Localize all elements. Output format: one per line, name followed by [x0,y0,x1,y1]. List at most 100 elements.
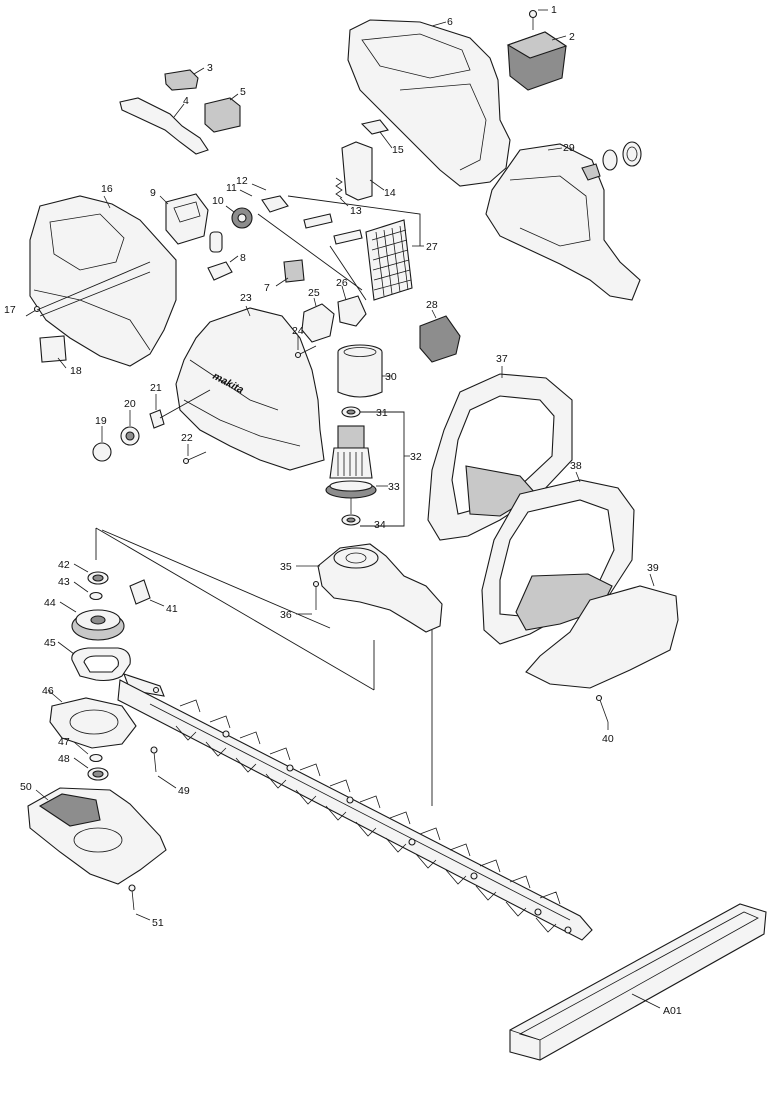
callout-5: 5 [240,86,246,98]
part-1-screw [528,9,538,30]
part-27-filter [365,219,413,301]
part-40-screw [595,694,609,723]
callout-48: 48 [58,753,70,765]
callout-16: 16 [101,183,113,195]
part-47-washer [89,753,103,763]
part-29-front-housing [485,143,641,301]
part-19-cap [92,442,112,462]
callout-23: 23 [240,292,252,304]
callout-1: 1 [551,4,557,16]
part-9-controller [165,193,209,245]
callout-3: 3 [207,62,213,74]
callout-47: 47 [58,736,70,748]
part-11-cap [261,195,289,213]
part-5-switch-block [204,97,241,133]
callout-21: 21 [150,382,162,394]
callout-19: 19 [95,415,107,427]
callout-24: 24 [292,325,304,337]
part-26-brush-holder [337,295,367,327]
part-24-screw [294,345,317,359]
callout-22: 22 [181,432,193,444]
part-29-bushings [581,141,642,181]
callout-51: 51 [152,917,164,929]
callout-46: 46 [42,685,54,697]
part-34-bearing [341,514,361,526]
callout-32: 32 [410,451,422,463]
part-17-screw [25,305,41,317]
part-49-screw [150,746,158,773]
part-2-cap [506,31,568,91]
part-33-fan [325,480,377,514]
part-35-gear-housing [317,543,443,633]
part-30-yoke [337,344,383,398]
callout-10: 10 [212,195,224,207]
callout-4: 4 [183,95,189,107]
part-51-screw [128,884,136,911]
callout-7: 7 [264,282,270,294]
part-37-front-handle [427,373,573,541]
callout-44: 44 [44,597,56,609]
callout-13: 13 [350,205,362,217]
callout-15: 15 [392,144,404,156]
callout-42: 42 [58,559,70,571]
callout-49: 49 [178,785,190,797]
callout-8: 8 [240,252,246,264]
callout-28: 28 [426,299,438,311]
part-14-switch-bracket [341,141,373,201]
callout-17: 17 [4,304,16,316]
part-6-rear-handle-housing [347,19,511,187]
callout-30: 30 [385,371,397,383]
part-46-gasket [49,697,137,749]
callout-37: 37 [496,353,508,365]
part-20-bearing [120,426,140,446]
callout-41: 41 [166,603,178,615]
part-15-clip [360,119,389,135]
part-blade-assembly [117,679,593,941]
callout-12: 12 [236,175,248,187]
callout-25: 25 [308,287,320,299]
part-32-armature [329,425,373,479]
callout-29: 29 [563,142,575,154]
callout-43: 43 [58,576,70,588]
callout-38: 38 [570,460,582,472]
part-38-guard-frame [481,479,635,645]
part-23-motor-housing [175,307,325,471]
callout-33: 33 [388,481,400,493]
part-4-lever [119,97,209,155]
part-3-latch [164,69,199,91]
callout-35: 35 [280,561,292,573]
callout-a01: A01 [663,1005,682,1017]
callout-20: 20 [124,398,136,410]
part-a01-blade-cover [509,903,767,1061]
part-12-pin [251,183,267,191]
callout-6: 6 [447,16,453,28]
part-18-label [39,335,67,363]
callout-14: 14 [384,187,396,199]
callout-45: 45 [44,637,56,649]
part-41-bracket [129,579,151,605]
part-8-spacer [207,261,233,281]
callout-50: 50 [20,781,32,793]
part-39-guard-plate [525,585,679,689]
part-21-clip [149,409,165,429]
callout-36: 36 [280,609,292,621]
part-43-washer [89,591,103,601]
part-28-switch [419,315,461,363]
callout-26: 26 [336,277,348,289]
part-42-bearing [87,571,109,585]
callout-40: 40 [602,733,614,745]
callout-11: 11 [226,182,237,194]
callout-39: 39 [647,562,659,574]
callout-27: 27 [426,241,438,253]
part-bushing [209,231,223,253]
callout-18: 18 [70,365,82,377]
part-10-pulley [231,207,253,229]
part-31-bearing [341,406,361,418]
part-50-gear-cover [27,787,167,885]
part-48-bearing [87,767,109,781]
part-22-screw [182,451,207,465]
part-connector-plates [303,213,363,245]
callout-2: 2 [569,31,575,43]
part-25-brush-holder [301,303,335,343]
